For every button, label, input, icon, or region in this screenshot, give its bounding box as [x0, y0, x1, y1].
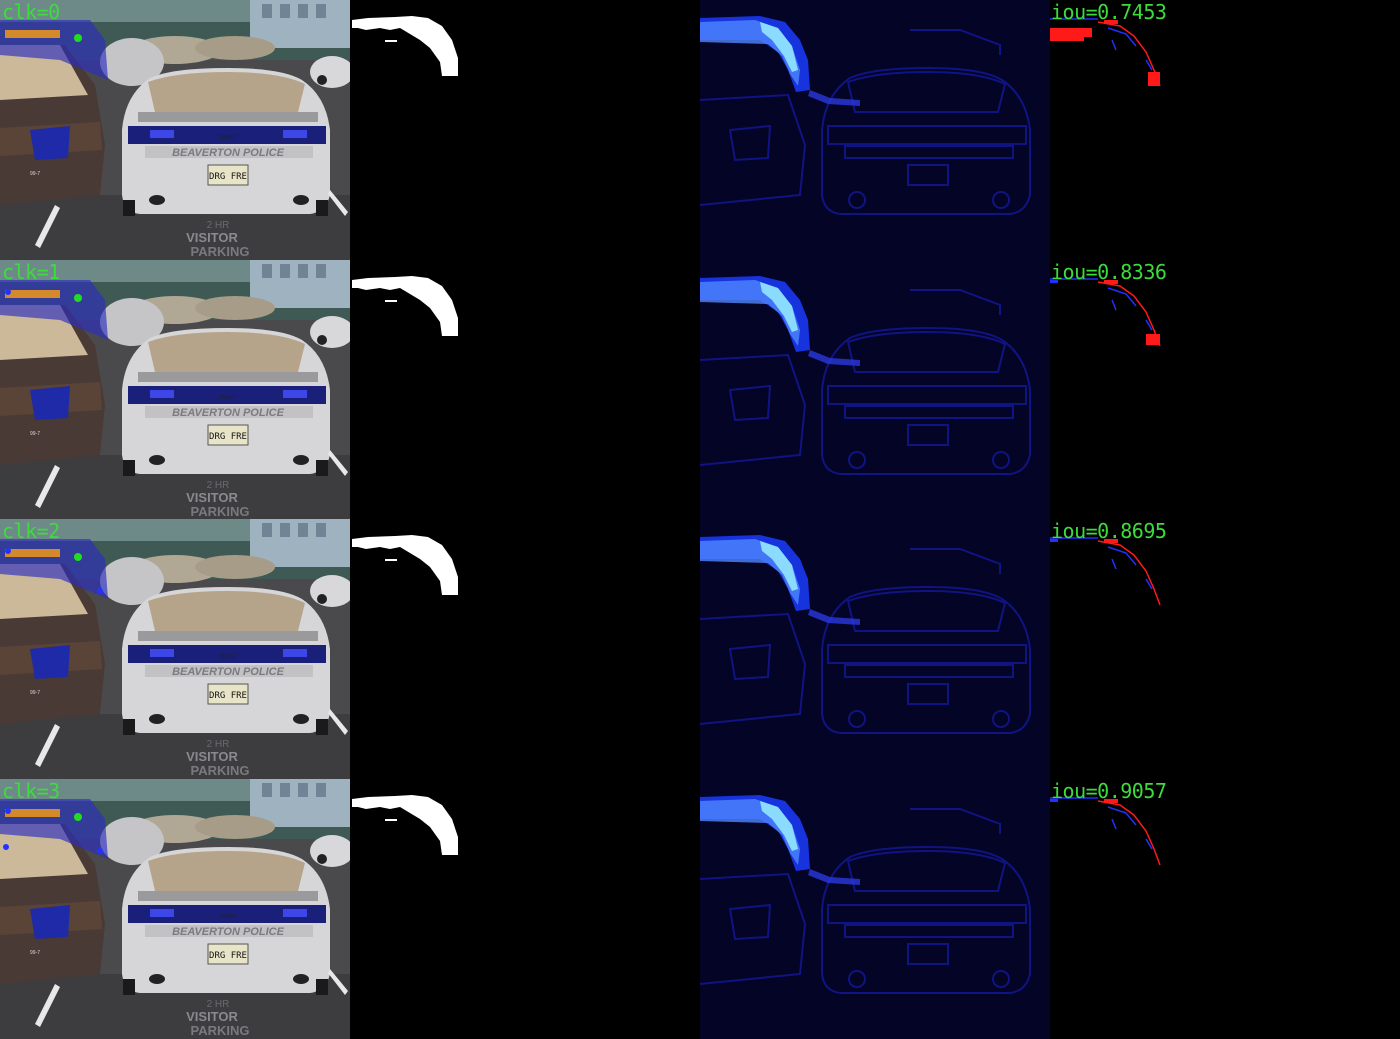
- heatmap-panel: [700, 519, 1050, 779]
- click-point-marker: [74, 34, 82, 42]
- police-decal-text: BEAVERTON POLICE: [172, 147, 285, 159]
- photo-panel: BEAVERTON POLICE 3000GT DRG FRE 2 HR VIS…: [0, 519, 350, 779]
- error-panel: iou=0.9057: [1050, 779, 1400, 1039]
- police-decal-text: BEAVERTON POLICE: [172, 407, 285, 419]
- model-badge-text: 3000GT: [219, 654, 237, 660]
- mask-panel: [350, 260, 700, 520]
- result-row: BEAVERTON POLICE 3000GT DRG FRE 2 HR VIS…: [0, 0, 1400, 260]
- click-point-marker: [5, 289, 11, 295]
- ground-text-visitor: VISITOR: [186, 749, 238, 764]
- click-point-marker: [5, 548, 11, 554]
- license-plate-text: DRG FRE: [209, 951, 247, 961]
- error-map: [1050, 278, 1161, 347]
- photo-panel: BEAVERTON POLICE 3000GT DRG FRE 2 HR VIS…: [0, 0, 350, 260]
- click-markers: [74, 34, 82, 42]
- click-point-marker: [97, 588, 103, 594]
- click-point-marker: [74, 553, 82, 561]
- predicted-mask: [352, 535, 458, 595]
- ground-text-visitor: VISITOR: [186, 490, 238, 505]
- license-plate-text: DRG FRE: [209, 691, 247, 701]
- result-row: BEAVERTON POLICE 3000GT DRG FRE 2 HR VIS…: [0, 260, 1400, 520]
- probability-heatmap: [700, 779, 1050, 1039]
- car-id-text: 99-7: [30, 431, 40, 437]
- click-index-label: clk=3: [2, 779, 60, 803]
- parking-lot-photo: BEAVERTON POLICE 3000GT DRG FRE 2 HR VIS…: [0, 519, 350, 779]
- car-id-text: 99-7: [30, 950, 40, 956]
- iou-score-label: iou=0.7453: [1051, 0, 1167, 24]
- mask-panel: [350, 779, 700, 1039]
- ground-text-hr: 2 HR: [207, 220, 230, 231]
- probability-heatmap: [700, 0, 1050, 260]
- click-point-marker: [5, 808, 11, 814]
- heatmap-panel: [700, 260, 1050, 520]
- parking-lot-photo: BEAVERTON POLICE 3000GT DRG FRE 2 HR VIS…: [0, 779, 350, 1039]
- license-plate-text: DRG FRE: [209, 172, 247, 182]
- police-decal-text: BEAVERTON POLICE: [172, 666, 285, 678]
- predicted-mask: [352, 276, 458, 336]
- photo-panel: BEAVERTON POLICE 3000GT DRG FRE 2 HR VIS…: [0, 779, 350, 1039]
- predicted-mask: [352, 795, 458, 855]
- ground-text-parking: PARKING: [191, 244, 250, 259]
- error-map: [1050, 797, 1161, 866]
- click-index-label: clk=0: [2, 0, 60, 24]
- ground-text-hr: 2 HR: [207, 480, 230, 491]
- predicted-mask: [352, 16, 458, 76]
- click-point-marker: [74, 813, 82, 821]
- mask-panel: [350, 519, 700, 779]
- ground-text-visitor: VISITOR: [186, 1009, 238, 1024]
- model-badge-text: 3000GT: [219, 395, 237, 401]
- parking-lot-photo: BEAVERTON POLICE 3000GT DRG FRE 2 HR VIS…: [0, 0, 350, 260]
- license-plate-text: DRG FRE: [209, 432, 247, 442]
- result-row: BEAVERTON POLICE 3000GT DRG FRE 2 HR VIS…: [0, 519, 1400, 779]
- click-index-label: clk=2: [2, 519, 60, 543]
- probability-heatmap: [700, 519, 1050, 779]
- click-markers: [3, 808, 103, 854]
- click-index-label: clk=1: [2, 260, 60, 284]
- iou-score-label: iou=0.8695: [1051, 519, 1167, 543]
- photo-panel: BEAVERTON POLICE 3000GT DRG FRE 2 HR VIS…: [0, 260, 350, 520]
- ground-text-hr: 2 HR: [207, 739, 230, 750]
- error-panel: iou=0.7453: [1050, 0, 1400, 260]
- iou-score-label: iou=0.8336: [1051, 260, 1167, 284]
- result-row: BEAVERTON POLICE 3000GT DRG FRE 2 HR VIS…: [0, 779, 1400, 1039]
- model-badge-text: 3000GT: [219, 914, 237, 920]
- heatmap-panel: [700, 0, 1050, 260]
- click-markers: [5, 548, 103, 594]
- click-point-marker: [3, 844, 9, 850]
- error-map: [1050, 18, 1161, 87]
- ground-text-hr: 2 HR: [207, 999, 230, 1010]
- mask-panel: [350, 0, 700, 260]
- click-point-marker: [97, 848, 103, 854]
- error-map: [1050, 537, 1161, 606]
- heatmap-panel: [700, 779, 1050, 1039]
- error-panel: iou=0.8695: [1050, 519, 1400, 779]
- click-markers: [5, 289, 82, 302]
- click-point-marker: [74, 294, 82, 302]
- iou-score-label: iou=0.9057: [1051, 779, 1167, 803]
- probability-heatmap: [700, 260, 1050, 520]
- police-decal-text: BEAVERTON POLICE: [172, 926, 285, 938]
- car-id-text: 99-7: [30, 171, 40, 177]
- parking-lot-photo: BEAVERTON POLICE 3000GT DRG FRE 2 HR VIS…: [0, 260, 350, 520]
- car-id-text: 99-7: [30, 690, 40, 696]
- ground-text-parking: PARKING: [191, 504, 250, 519]
- model-badge-text: 3000GT: [219, 135, 237, 141]
- ground-text-parking: PARKING: [191, 763, 250, 778]
- ground-text-parking: PARKING: [191, 1023, 250, 1038]
- ground-text-visitor: VISITOR: [186, 230, 238, 245]
- error-panel: iou=0.8336: [1050, 260, 1400, 520]
